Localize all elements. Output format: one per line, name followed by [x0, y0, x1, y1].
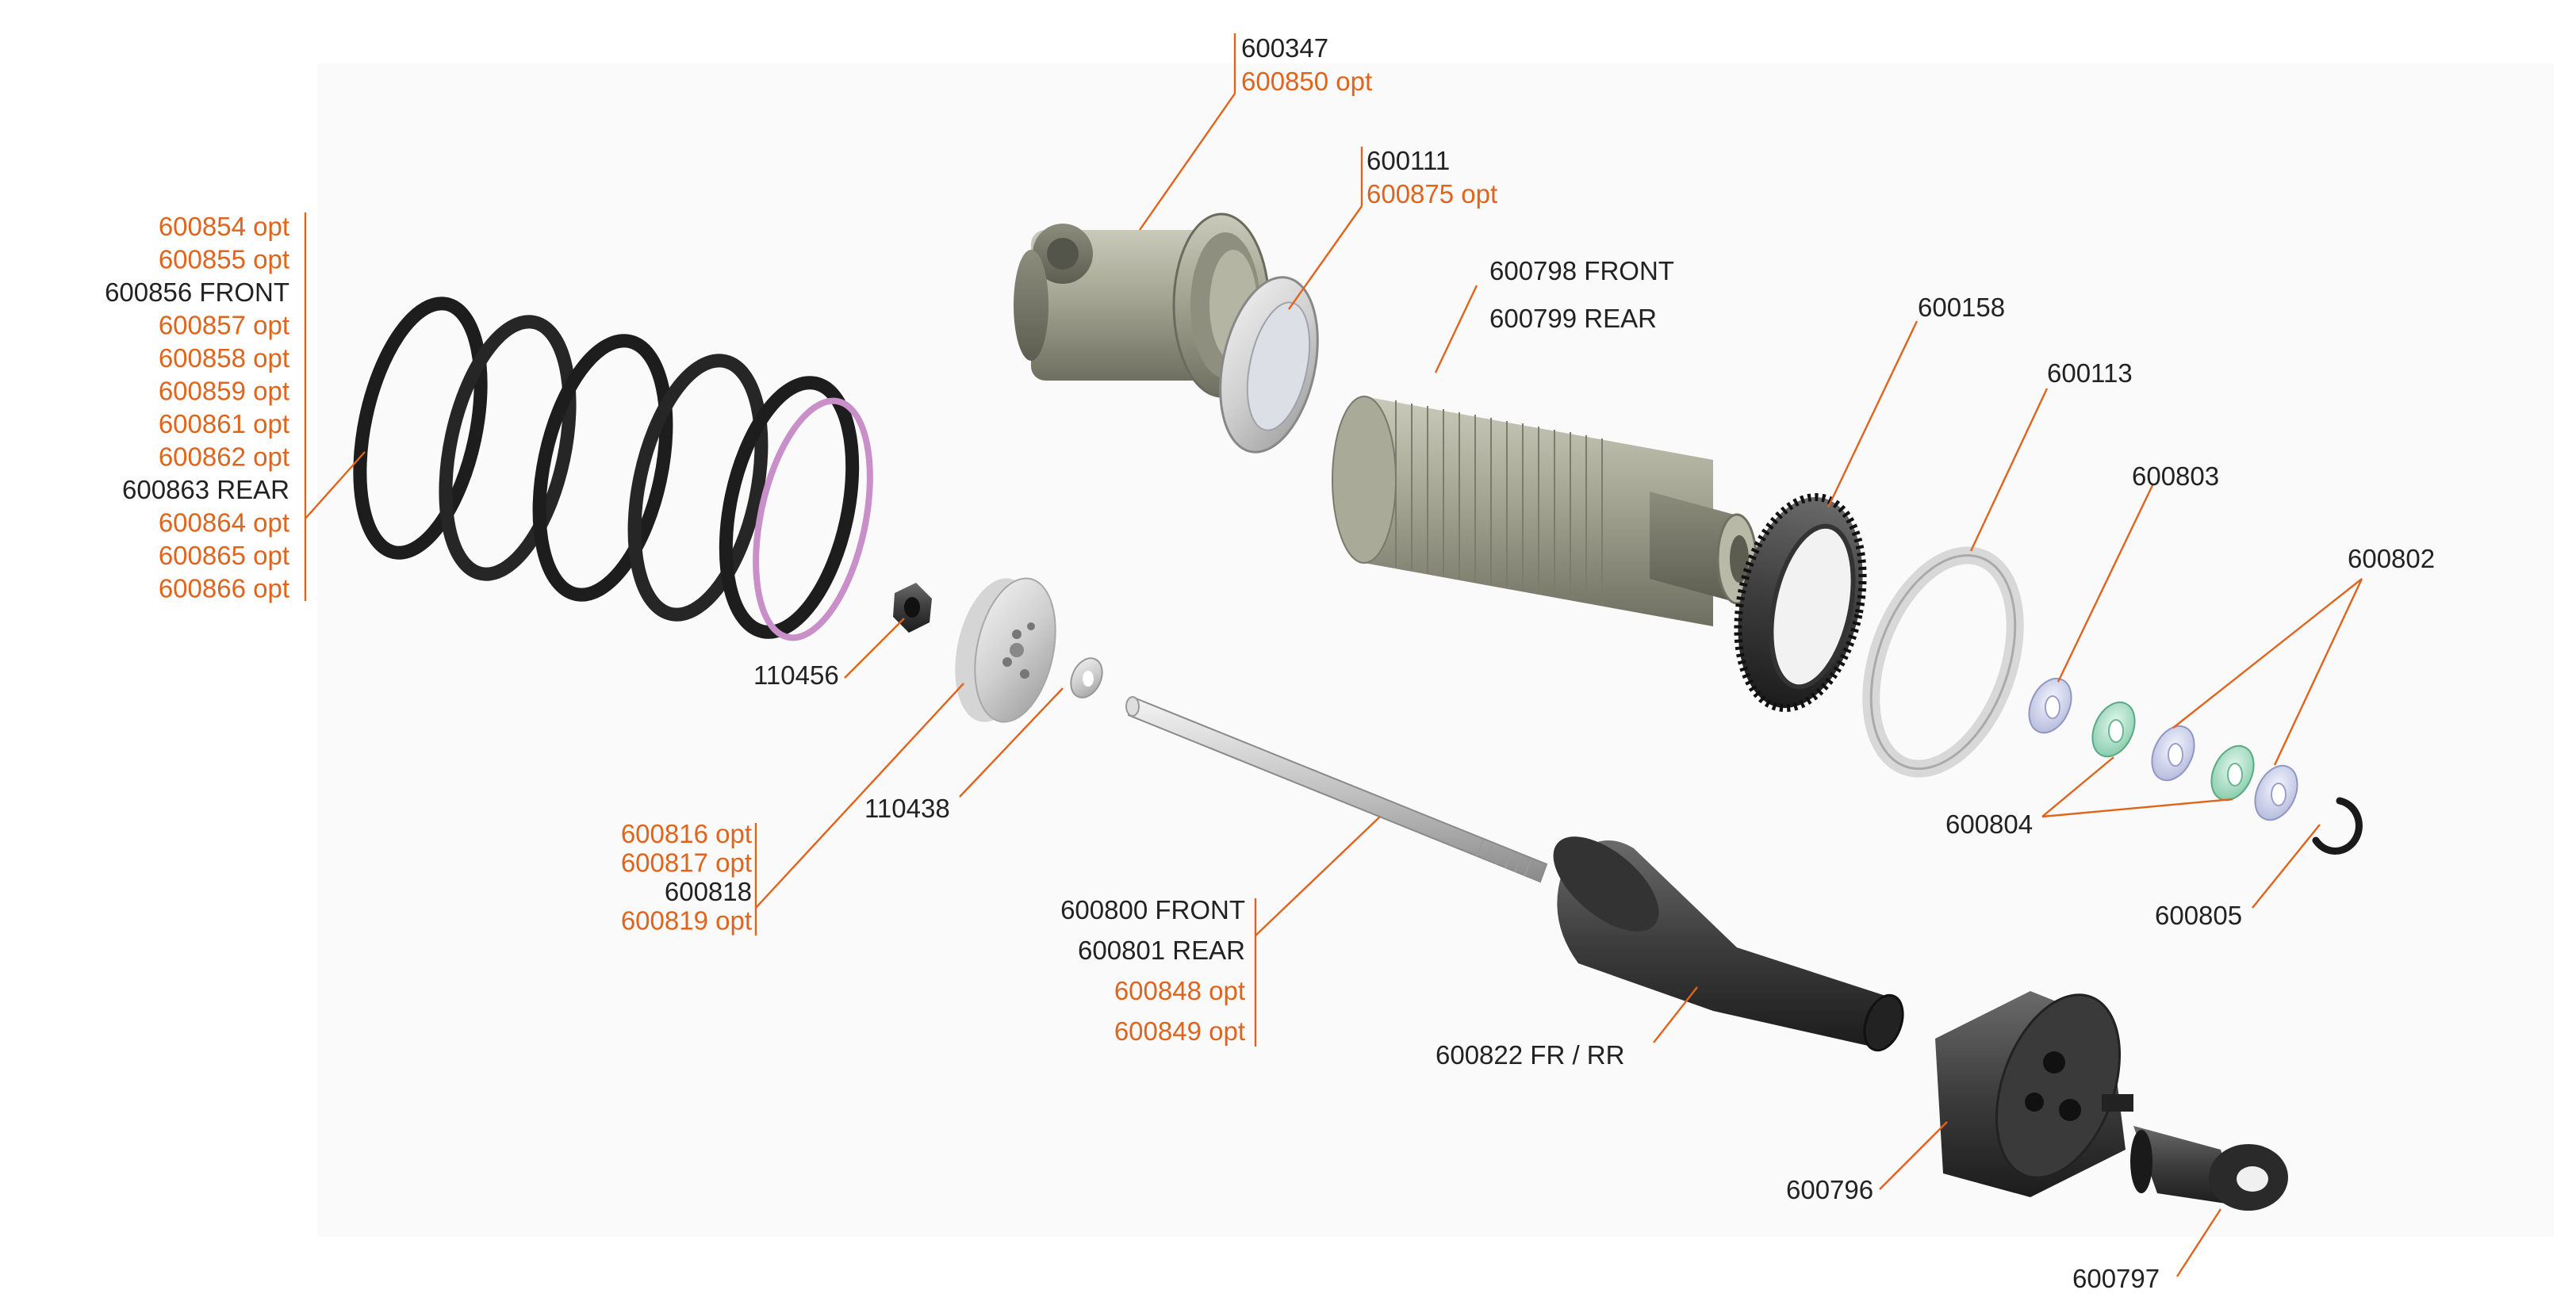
label-line: 600805: [2155, 901, 2242, 930]
boot-part: [1553, 836, 1904, 1052]
label-line: 600796: [1786, 1175, 1873, 1204]
leader-lines: [304, 33, 2363, 1277]
washer-part: [1070, 657, 1103, 699]
label-line: 600113: [2047, 358, 2133, 388]
lower-cap-part: [1935, 991, 2133, 1197]
label-line: 600819 opt: [621, 906, 752, 936]
label-line: 600865 opt: [159, 541, 289, 570]
label-line: 600803: [2132, 461, 2219, 491]
label-600347: 600347 600850 opt: [1241, 33, 1372, 96]
shaft-part: [1125, 696, 1548, 883]
label-line: 600158: [1918, 293, 2005, 322]
label-600822: 600822 FR / RR: [1436, 1040, 1624, 1070]
label-line: 600858 opt: [159, 343, 289, 373]
label-line: 600849 opt: [1114, 1016, 1245, 1046]
label-line: 600859 opt: [159, 377, 289, 406]
label-line: 600866 opt: [159, 574, 289, 603]
label-line: 600111: [1367, 146, 1450, 175]
label-600797: 600797: [2072, 1264, 2160, 1293]
label-600158: 600158: [1918, 293, 2005, 322]
background-panel: [317, 63, 2554, 1237]
label-line: 110456: [753, 660, 839, 690]
label-600804: 600804: [1945, 810, 2033, 839]
label-600111: 600111 600875 opt: [1367, 146, 1497, 209]
label-line: 600854 opt: [159, 212, 289, 241]
piston-part: [955, 577, 1056, 723]
label-line: 600800 FRONT: [1060, 895, 1245, 924]
label-line: 600875 opt: [1367, 179, 1497, 209]
label-line: 600864 opt: [159, 508, 289, 538]
label-600796: 600796: [1786, 1175, 1873, 1204]
spring-collar-part: [1734, 493, 1867, 712]
label-line: 600797: [2072, 1264, 2160, 1293]
rod-end-part: [2130, 1126, 2288, 1211]
o-ring-part: [1862, 546, 2024, 778]
cap-insert-part: [1219, 276, 1319, 454]
label-line: 600804: [1945, 810, 2033, 839]
label-line: 110438: [864, 794, 950, 823]
label-line: 600862 opt: [159, 442, 289, 472]
label-line: 600863 REAR: [122, 475, 289, 504]
label-line: 600818: [665, 877, 752, 906]
label-line: 600802: [2348, 544, 2435, 573]
label-spring-group: 600854 opt 600855 opt 600856 FRONT 600857 o…: [105, 212, 289, 603]
label-line: 600816 opt: [621, 819, 752, 848]
label-line: 600799 REAR: [1489, 304, 1657, 333]
label-600802: 600802: [2348, 544, 2435, 573]
label-600803: 600803: [2132, 461, 2219, 491]
label-line: 600817 opt: [621, 848, 752, 878]
label-line: 600855 opt: [159, 245, 289, 274]
spring-coil: [353, 297, 873, 641]
label-600798: 600798 FRONT 600799 REAR: [1489, 256, 1674, 333]
label-110438: 110438: [864, 794, 950, 823]
label-line: 600857 opt: [159, 311, 289, 340]
label-line: 600861 opt: [159, 409, 289, 438]
label-line: 600798 FRONT: [1489, 256, 1674, 285]
label-line: 600850 opt: [1241, 67, 1372, 96]
e-clip-part: [2312, 797, 2363, 855]
label-line: 600347: [1241, 33, 1328, 63]
label-110456: 110456: [753, 660, 839, 690]
label-line: 600822 FR / RR: [1436, 1040, 1624, 1070]
label-line: 600848 opt: [1114, 976, 1245, 1005]
callout-labels: 600347 600850 opt 600111 600875 opt 600798…: [105, 33, 2435, 1293]
label-line: 600856 FRONT: [105, 277, 289, 307]
label-line: 600801 REAR: [1078, 936, 1245, 965]
top-cap-part: [1014, 212, 1271, 398]
label-600805: 600805: [2155, 901, 2242, 930]
label-600113: 600113: [2047, 358, 2133, 388]
seal-stack-parts: [2028, 677, 2298, 821]
label-shaft-group: 600800 FRONT 600801 REAR 600848 opt 600849 …: [1060, 895, 1245, 1046]
